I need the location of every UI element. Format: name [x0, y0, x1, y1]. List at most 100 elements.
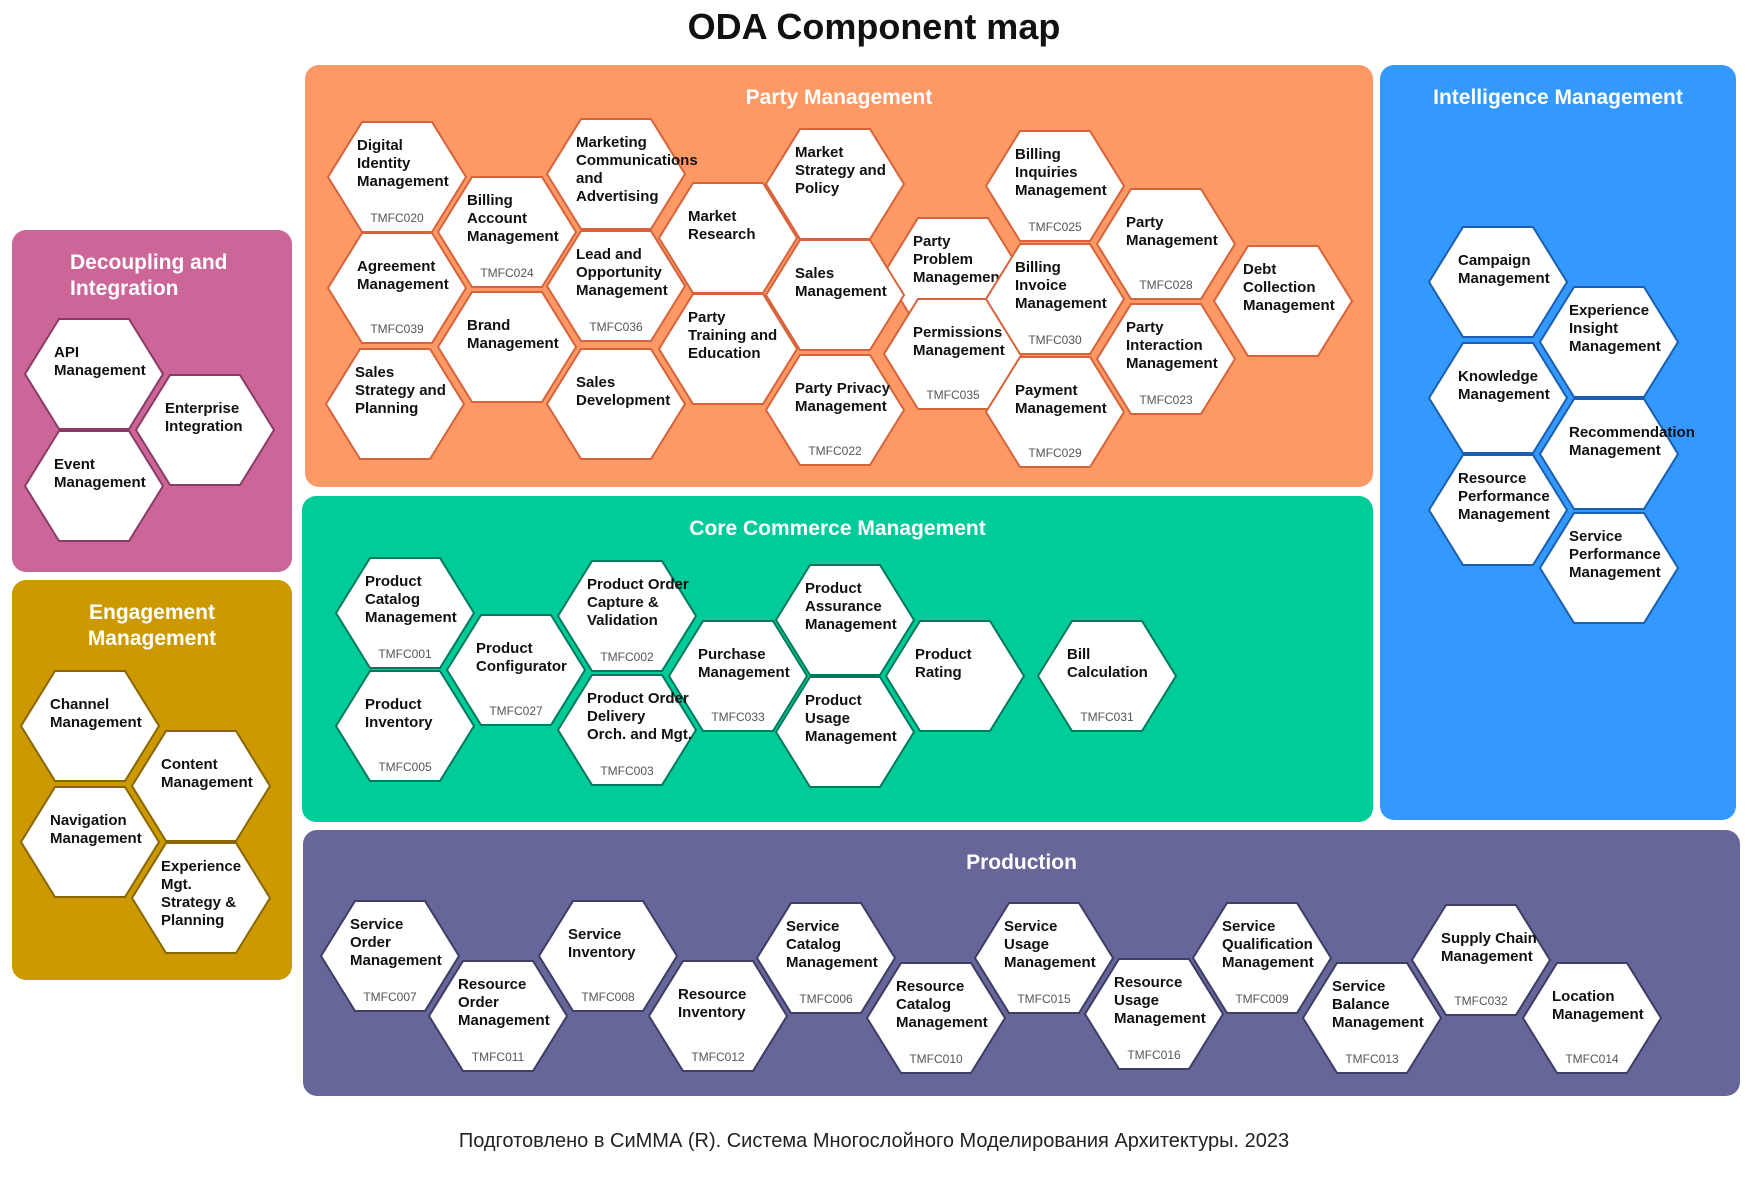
component-code: TMFC020: [370, 211, 424, 225]
component-code: TMFC011: [471, 1050, 525, 1064]
component-service-performance-management[interactable]: Service Performance Management: [1538, 512, 1680, 624]
component-sales-development[interactable]: Sales Development: [545, 348, 687, 460]
component-market-strategy-and-policy[interactable]: Market Strategy and Policy: [764, 128, 906, 240]
hexagon-shape: [324, 348, 466, 460]
component-label: Navigation Management: [50, 812, 142, 847]
component-label: Billing Invoice Management: [1015, 259, 1107, 312]
component-code: TMFC025: [1028, 220, 1082, 234]
hexagon-shape: [755, 902, 897, 1014]
component-navigation-management[interactable]: Navigation Management: [19, 786, 161, 898]
component-code: TMFC033: [711, 710, 765, 724]
component-brand-management[interactable]: Brand Management: [436, 291, 578, 403]
component-code: TMFC014: [1565, 1052, 1619, 1066]
component-code: TMFC032: [1454, 994, 1508, 1008]
component-resource-performance-management[interactable]: Resource Performance Management: [1427, 454, 1569, 566]
component-label: Agreement Management: [357, 258, 449, 293]
component-content-management[interactable]: Content Management: [130, 730, 272, 842]
hexagon-shape: [764, 128, 906, 240]
hexagon-shape: [445, 614, 587, 726]
component-channel-management[interactable]: Channel Management: [19, 670, 161, 782]
hexagon-shape: [1521, 962, 1663, 1074]
component-product-assurance-management[interactable]: Product Assurance Management: [774, 564, 916, 676]
component-label: Resource Performance Management: [1458, 470, 1550, 523]
component-label: Experience Mgt. Strategy & Planning: [161, 858, 242, 929]
hexagon-shape: [537, 900, 679, 1012]
component-market-research[interactable]: Market Research: [657, 182, 799, 294]
component-label: Billing Inquiries Management: [1015, 146, 1107, 199]
component-label: Enterprise Integration: [165, 400, 243, 435]
component-debt-collection-management[interactable]: Debt Collection Management: [1212, 245, 1354, 357]
hexagon-shape: [984, 130, 1126, 242]
component-label: Resource Catalog Management: [896, 978, 988, 1031]
component-code: TMFC007: [363, 990, 417, 1004]
component-experience-insight-management[interactable]: Experience Insight Management: [1538, 286, 1680, 398]
component-event-management[interactable]: Event Management: [23, 430, 165, 542]
component-label: Location Management: [1552, 988, 1644, 1023]
hexagon-shape: [1538, 286, 1680, 398]
component-recommendation-management[interactable]: Recommendation Management: [1538, 398, 1695, 510]
component-enterprise-integration[interactable]: Enterprise Integration: [134, 374, 276, 486]
component-product-rating[interactable]: Product Rating: [884, 620, 1026, 732]
component-api-management[interactable]: API Management: [23, 318, 165, 430]
domain-title: Core Commerce Management: [689, 517, 986, 540]
component-knowledge-management[interactable]: Knowledge Management: [1427, 342, 1569, 454]
component-code: TMFC015: [1017, 992, 1071, 1006]
component-code: TMFC023: [1139, 393, 1193, 407]
component-label: Product Catalog Management: [365, 573, 457, 626]
component-campaign-management[interactable]: Campaign Management: [1427, 226, 1569, 338]
component-code: TMFC028: [1139, 278, 1193, 292]
component-label: Market Research: [688, 208, 756, 243]
component-marketing-communications-and-advertising[interactable]: Marketing Communications and Advertising: [545, 118, 698, 230]
component-code: TMFC027: [489, 704, 543, 718]
component-party-training-and-education[interactable]: Party Training and Education: [657, 293, 799, 405]
component-code: TMFC006: [799, 992, 853, 1006]
hexagon-shape: [427, 960, 569, 1072]
component-sales-strategy-and-planning[interactable]: Sales Strategy and Planning: [324, 348, 466, 460]
hexagon-shape: [556, 674, 698, 786]
component-label: Purchase Management: [698, 646, 790, 681]
component-sales-management[interactable]: Sales Management: [764, 239, 906, 351]
component-label: Resource Inventory: [678, 986, 747, 1021]
component-code: TMFC012: [691, 1050, 745, 1064]
hexagon-shape: [865, 962, 1007, 1074]
component-code: TMFC036: [589, 320, 643, 334]
component-experience-mgt-strategy-planning[interactable]: Experience Mgt. Strategy & Planning: [130, 842, 272, 954]
hexagon-shape: [1036, 620, 1178, 732]
component-product-order-delivery-orch-and-mgt[interactable]: Product Order Delivery Orch. and Mgt.TMF…: [556, 674, 698, 786]
component-product-usage-management[interactable]: Product Usage Management: [774, 676, 916, 788]
component-label: Content Management: [161, 756, 253, 791]
component-label: Event Management: [54, 456, 146, 491]
component-label: Service Inventory: [568, 926, 636, 961]
component-code: TMFC016: [1127, 1048, 1181, 1062]
hexagon-shape: [984, 243, 1126, 355]
